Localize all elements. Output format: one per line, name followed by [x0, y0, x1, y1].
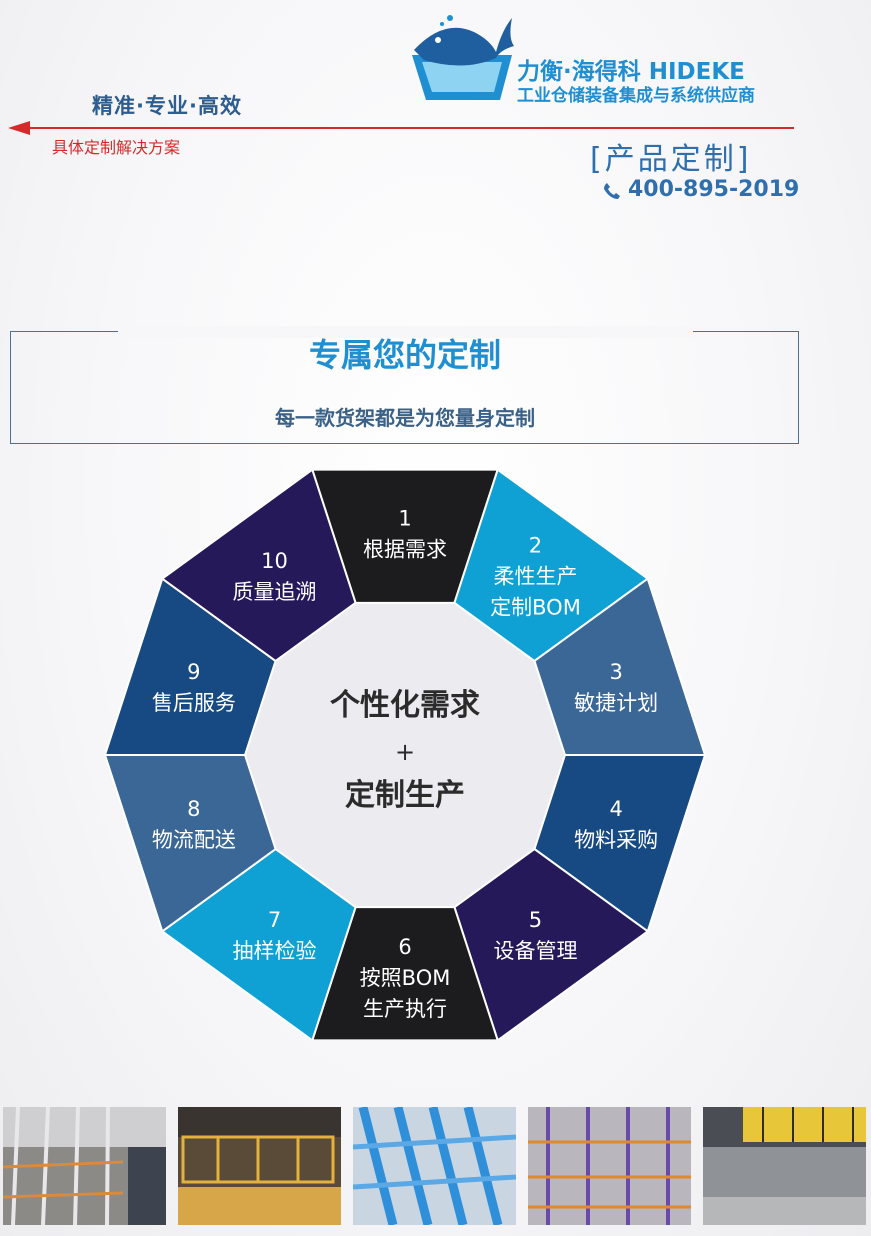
step-label-4: 物料采购	[574, 828, 658, 852]
step-label-7: 抽样检验	[233, 939, 317, 963]
step-number-9: 9	[187, 660, 200, 684]
subtag: 具体定制解决方案	[52, 138, 181, 157]
step-label-5: 设备管理	[493, 939, 577, 963]
center-title: 个性化需求	[330, 688, 480, 723]
tagline: 精准·专业·高效	[92, 94, 242, 118]
warehouse-rack-photo	[3, 1107, 166, 1225]
step-label-10: 质量追溯	[233, 580, 317, 604]
step-number-10: 10	[261, 549, 288, 573]
whale-logo-icon	[412, 15, 514, 100]
step-number-8: 8	[187, 797, 200, 821]
step-label-2: 定制BOM	[490, 595, 581, 619]
step-number-6: 6	[398, 935, 411, 959]
step-number-5: 5	[529, 908, 542, 932]
step-segment-10	[160, 470, 357, 663]
step-number-3: 3	[609, 660, 622, 684]
mezzanine-photo	[178, 1107, 341, 1225]
step-label-1: 根据需求	[363, 538, 447, 562]
step-label-9: 售后服务	[152, 691, 236, 715]
purple-rack-photo	[528, 1107, 691, 1225]
center-subtitle: 定制生产	[345, 778, 465, 813]
step-label-6: 按照BOM	[360, 966, 451, 990]
arrow-left-icon	[8, 121, 30, 135]
phone-icon	[604, 183, 620, 199]
title-frame-gap	[118, 326, 693, 338]
product-label: [产品定制]	[590, 142, 752, 177]
step-number-4: 4	[609, 797, 622, 821]
step-number-2: 2	[529, 533, 542, 557]
blue-rack-parts-photo	[353, 1107, 516, 1225]
step-label-8: 物流配送	[152, 828, 236, 852]
step-number-1: 1	[398, 507, 411, 531]
step-label-3: 敏捷计划	[574, 691, 658, 715]
center-panel	[245, 602, 565, 908]
step-label-2: 柔性生产	[493, 564, 577, 588]
section-subtitle: 每一款货架都是为您量身定制	[275, 406, 535, 430]
header-divider	[12, 127, 794, 129]
brand-name: 力衡·海得科 HIDEKE	[517, 59, 745, 85]
brand-subtitle: 工业仓储装备集成与系统供应商	[517, 86, 755, 106]
phone-number[interactable]: 400-895-2019	[628, 177, 800, 202]
step-number-7: 7	[268, 908, 281, 932]
center-plus: +	[395, 738, 415, 766]
step-label-6: 生产执行	[363, 997, 447, 1021]
section-title: 专属您的定制	[308, 336, 501, 374]
platform-photo	[703, 1107, 866, 1225]
